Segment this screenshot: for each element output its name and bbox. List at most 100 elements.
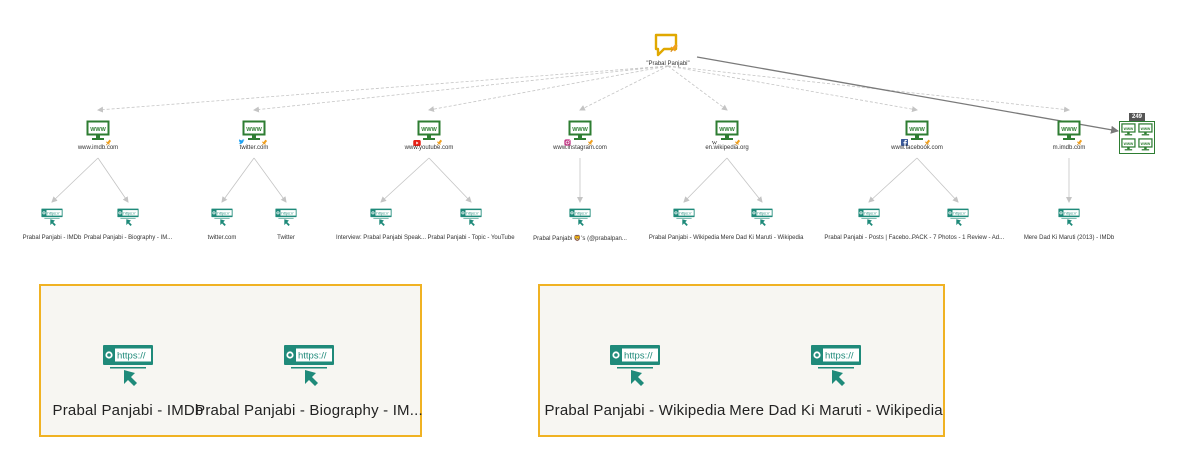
pin-badge xyxy=(105,133,112,151)
wikipedia-icon: W xyxy=(712,141,718,147)
edge-root-to-site xyxy=(253,65,669,113)
webpage-node[interactable]: https:// xyxy=(947,208,969,232)
svg-text:WWW: WWW xyxy=(90,127,106,133)
pin-badge xyxy=(1076,133,1083,151)
website-node[interactable]: WWW xyxy=(86,120,110,147)
webpage-node-zoomed[interactable]: https:// xyxy=(609,338,661,399)
svg-text:https://: https:// xyxy=(47,210,60,215)
webpage-node-zoomed[interactable]: https:// xyxy=(810,338,862,399)
webpage-label: Prabal Panjabi - Biography - IM... xyxy=(83,235,173,241)
website-label: www.imdb.com xyxy=(77,145,119,151)
url-link-icon: https:// xyxy=(751,208,773,231)
edge-site-to-page xyxy=(428,157,472,203)
svg-text:WWW: WWW xyxy=(909,127,925,133)
webpage-node[interactable]: https:// xyxy=(1058,208,1080,232)
pin-icon xyxy=(734,139,741,146)
svg-text:WWW: WWW xyxy=(1124,142,1134,146)
svg-text:WWW: WWW xyxy=(572,127,588,133)
twitter-icon xyxy=(238,139,245,145)
url-link-icon: https:// xyxy=(117,208,139,231)
mini-monitor-icon: WWW xyxy=(1138,138,1153,151)
edge-site-to-page xyxy=(683,157,728,203)
edge-site-to-page xyxy=(253,157,287,203)
youtube-badge xyxy=(413,133,421,151)
webpage-node[interactable]: https:// xyxy=(460,208,482,232)
wikipedia-badge: W xyxy=(711,133,718,151)
edge-site-to-page xyxy=(221,157,255,203)
website-label: www.facebook.com xyxy=(891,145,943,151)
url-link-icon: https:// xyxy=(275,208,297,231)
website-node[interactable]: WWW xyxy=(905,120,929,147)
pin-icon xyxy=(436,139,443,146)
url-link-icon: https:// xyxy=(947,208,969,231)
svg-text:https://: https:// xyxy=(217,210,230,215)
monitor-www-icon: WWW xyxy=(242,120,266,146)
webpage-node[interactable]: https:// xyxy=(41,208,63,232)
root-label: "Prabal Panjabi" xyxy=(646,61,690,67)
svg-text:https://: https:// xyxy=(123,210,136,215)
svg-text:https://: https:// xyxy=(575,210,588,215)
youtube-icon xyxy=(413,140,421,146)
website-label: m.imdb.com xyxy=(1052,145,1086,151)
edge-root-to-site xyxy=(97,65,669,113)
webpage-label: PACK - 7 Photos - 1 Review - Ad... xyxy=(911,235,1005,241)
webpage-node[interactable]: https:// xyxy=(751,208,773,232)
url-link-icon: https:// xyxy=(673,208,695,231)
webpage-label: Prabal Panjabi - Topic - YouTube xyxy=(427,235,515,241)
website-node[interactable]: WWW xyxy=(715,120,739,147)
webpage-label-zoomed: Prabal Panjabi - Biography - IM... xyxy=(195,402,423,419)
website-node[interactable]: WWW xyxy=(417,120,441,147)
website-label: www.instagram.com xyxy=(553,145,607,151)
mini-monitor-icon: WWW xyxy=(1121,138,1136,151)
monitor-www-icon: WWW xyxy=(715,120,739,146)
instagram-icon xyxy=(564,139,571,146)
webpage-node[interactable]: https:// xyxy=(275,208,297,232)
website-node[interactable]: WWW xyxy=(568,120,592,147)
facebook-badge xyxy=(901,133,908,151)
webpage-label: twitter.com xyxy=(207,235,237,241)
webpage-node-zoomed[interactable]: https:// xyxy=(102,338,154,399)
webpage-label-zoomed: Prabal Panjabi - Wikipedia xyxy=(544,402,726,419)
pin-icon xyxy=(261,139,268,146)
collection-count-badge: 249 xyxy=(1129,113,1145,121)
url-link-icon: https:// xyxy=(609,345,661,398)
pin-icon xyxy=(587,139,594,146)
svg-text:WWW: WWW xyxy=(1061,127,1077,133)
svg-text:W: W xyxy=(712,141,718,146)
url-link-icon: https:// xyxy=(1058,208,1080,231)
monitor-www-icon: WWW xyxy=(417,120,441,146)
website-label: twitter.com xyxy=(239,145,269,151)
edge-root-to-site xyxy=(667,65,728,111)
webpage-label: Prabal Panjabi 🦁's (@prabalpan... xyxy=(533,236,627,242)
website-node[interactable]: WWW xyxy=(242,120,266,147)
root-entity-node[interactable] xyxy=(652,32,682,63)
facebook-icon xyxy=(901,139,908,146)
webpage-node[interactable]: https:// xyxy=(673,208,695,232)
website-label: www.youtube.com xyxy=(404,145,454,151)
svg-text:WWW: WWW xyxy=(719,127,735,133)
edge-site-to-page xyxy=(726,157,763,203)
monitor-www-icon: WWW xyxy=(86,120,110,146)
webpage-node[interactable]: https:// xyxy=(117,208,139,232)
webpage-node-zoomed[interactable]: https:// xyxy=(283,338,335,399)
svg-text:https://: https:// xyxy=(281,210,294,215)
pin-badge xyxy=(734,133,741,151)
webpage-node[interactable]: https:// xyxy=(858,208,880,232)
pin-badge xyxy=(261,133,268,151)
webpage-node[interactable]: https:// xyxy=(569,208,591,232)
svg-text:https://: https:// xyxy=(864,210,877,215)
webpage-node[interactable]: https:// xyxy=(211,208,233,232)
svg-text:https://: https:// xyxy=(1064,210,1077,215)
edge-root-to-site xyxy=(428,65,669,113)
monitor-www-icon: WWW xyxy=(905,120,929,146)
edge-site-to-page xyxy=(380,157,430,203)
pin-badge xyxy=(436,133,443,151)
webpage-label: Prabal Panjabi - Wikipedia xyxy=(648,235,720,241)
website-node[interactable]: WWW xyxy=(1057,120,1081,147)
webpage-node[interactable]: https:// xyxy=(370,208,392,232)
edge-root-to-site xyxy=(667,65,918,113)
url-link-icon: https:// xyxy=(370,208,392,231)
